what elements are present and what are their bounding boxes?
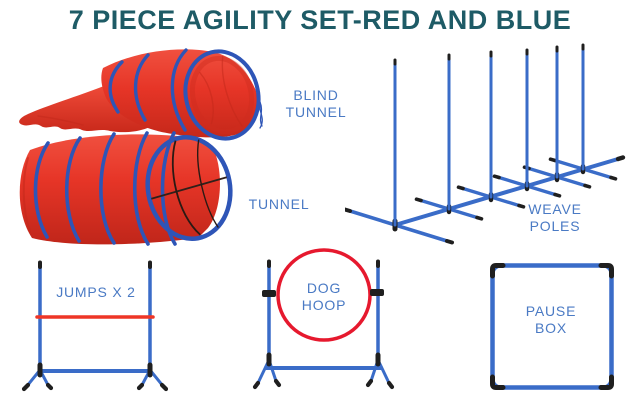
hoop-frame <box>264 259 383 370</box>
dog-hoop-graphic <box>252 248 395 390</box>
jump-feet <box>21 362 168 392</box>
weave-pole-set <box>393 43 585 227</box>
jumps-label: JUMPS X 2 <box>56 284 136 300</box>
blind-tunnel-label: BLIND TUNNEL <box>285 87 347 120</box>
pause-box-corners <box>490 263 614 390</box>
pause-box-frame <box>490 263 614 390</box>
hoop-feet <box>252 352 395 390</box>
pause-box-graphic <box>490 263 614 390</box>
tunnel-graphic <box>19 131 233 246</box>
jump-graphic <box>21 260 168 392</box>
blind-tunnel-graphic <box>19 48 263 141</box>
blind-tunnel-cord <box>259 101 263 129</box>
hoop-clamps <box>262 289 384 297</box>
page-title: 7 PIECE AGILITY SET-RED AND BLUE <box>68 5 572 35</box>
hoop-ring <box>276 248 372 342</box>
dog-hoop-label: DOG HOOP <box>301 280 347 313</box>
tunnel-label: TUNNEL <box>248 196 310 212</box>
blind-tunnel-body <box>101 48 258 138</box>
pause-box-label: PAUSE BOX <box>525 303 577 336</box>
weave-poles-label: WEAVE POLES <box>528 201 582 234</box>
weave-poles-graphic <box>345 43 626 245</box>
tunnel-body <box>19 131 220 246</box>
tunnel-opening <box>145 135 233 241</box>
